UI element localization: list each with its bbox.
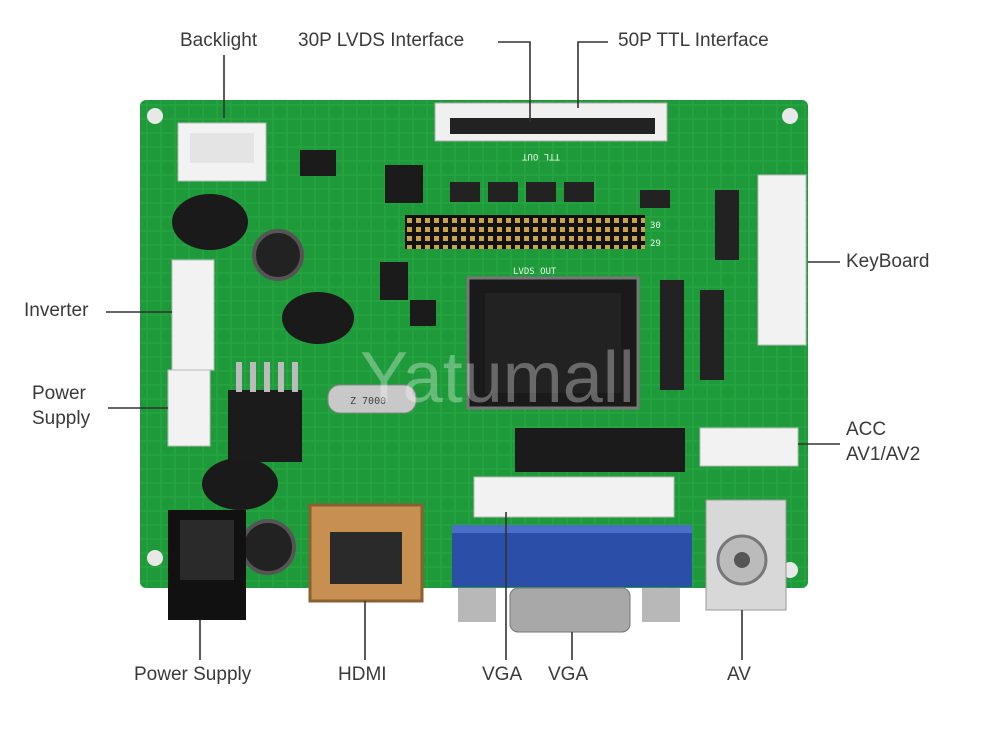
inverter-label: Inverter — [24, 300, 89, 321]
ttl-leader — [577, 41, 608, 108]
pin29-silkscreen: 29 — [650, 239, 661, 249]
mount-hole — [782, 108, 798, 124]
crystal-oscillator: Z 7000 — [327, 384, 417, 414]
smd-components — [300, 150, 739, 390]
inverter-connector — [171, 259, 215, 371]
lvds-pin-header: 30 29 LVDS OUT — [405, 215, 661, 277]
backlight-connector — [177, 122, 267, 182]
ttl-interface-label: 50P TTL Interface — [618, 30, 769, 51]
crystal-marking: Z 7000 — [350, 396, 386, 407]
av-rca-jack — [705, 499, 787, 611]
vga-left-label: VGA — [482, 664, 523, 685]
mount-hole — [147, 550, 163, 566]
av-label: AV — [727, 664, 751, 685]
main-controller-ic — [466, 276, 640, 410]
acc-label-line1: ACC — [846, 419, 887, 440]
lvds-leader — [498, 41, 531, 122]
inductors-capacitors — [172, 194, 354, 575]
power-supply-side-label-line2: Supply — [32, 408, 91, 429]
keyboard-connector — [757, 174, 807, 346]
lvds-interface-label: 30P LVDS Interface — [298, 30, 465, 51]
acc-av-connector — [699, 427, 799, 467]
vga-right-label: VGA — [548, 664, 589, 685]
dc-power-jack — [168, 510, 246, 620]
leader-lines — [106, 41, 840, 660]
hdmi-label: HDMI — [338, 664, 387, 685]
pin30-silkscreen: 30 — [650, 221, 661, 231]
acc-label-line2: AV1/AV2 — [846, 444, 921, 465]
ttl-out-silkscreen: TTL OUT — [521, 151, 560, 161]
mount-hole — [147, 108, 163, 124]
power-supply-bottom-label: Power Supply — [134, 664, 252, 685]
power-supply-side-label-line1: Power — [32, 383, 86, 404]
resistor-array — [515, 428, 685, 472]
hdmi-connector — [308, 503, 424, 603]
backlight-label: Backlight — [180, 30, 258, 51]
vga-connector — [452, 525, 692, 633]
keyboard-label: KeyBoard — [846, 251, 930, 272]
voltage-regulator — [228, 362, 302, 462]
power-supply-side-connector — [167, 369, 211, 447]
lvds-ttl-fpc-connector: TTL OUT — [434, 102, 668, 161]
lvds-out-silkscreen: LVDS OUT — [513, 267, 557, 277]
watermark-text: Yatumall — [360, 338, 635, 418]
vga-header-connector — [473, 476, 675, 518]
